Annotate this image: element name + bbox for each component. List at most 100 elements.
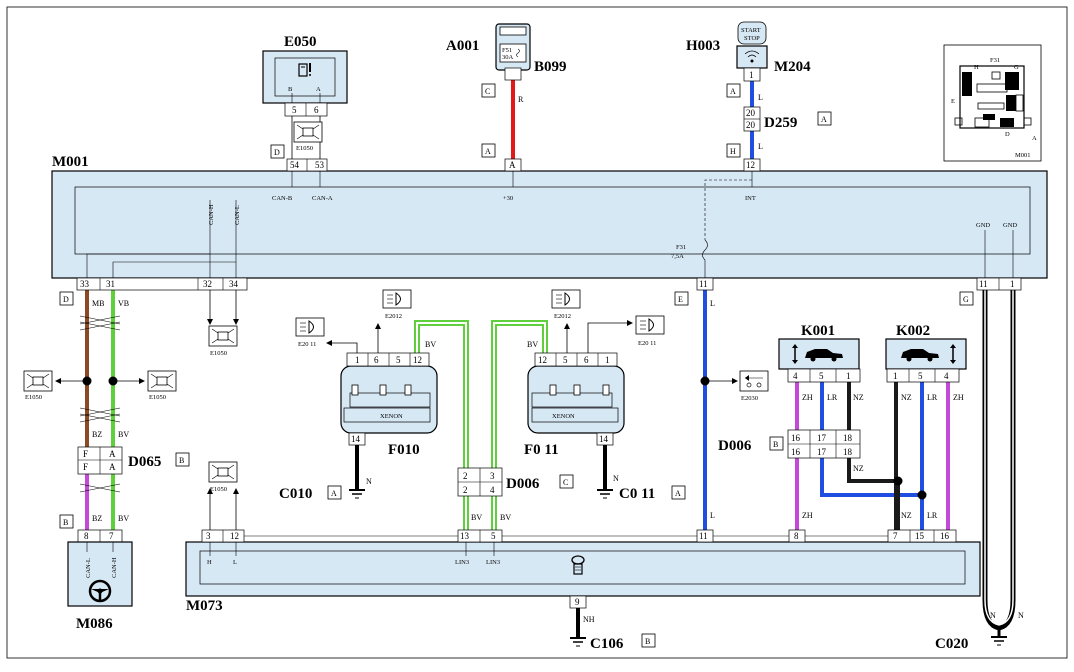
svg-text:B: B <box>645 637 650 646</box>
svg-text:L: L <box>233 559 237 566</box>
f011-label: F0 11 <box>524 442 559 458</box>
svg-text:CAN-A: CAN-A <box>312 195 333 202</box>
svg-text:54: 54 <box>290 160 300 170</box>
svg-text:16: 16 <box>791 433 801 443</box>
svg-text:34: 34 <box>229 279 239 289</box>
svg-text:F: F <box>83 462 88 472</box>
svg-text:E20 11: E20 11 <box>298 341 316 348</box>
wire-gnd-2 <box>998 290 1016 631</box>
svg-text:+30: +30 <box>503 195 513 202</box>
svg-text:12: 12 <box>413 355 422 365</box>
svg-text:LR: LR <box>927 393 938 402</box>
svg-text:7: 7 <box>109 531 114 541</box>
network-icon-left-1 <box>23 370 53 392</box>
svg-text:E20 11: E20 11 <box>638 340 656 347</box>
svg-text:16: 16 <box>791 447 801 457</box>
f010-label: F010 <box>388 442 420 458</box>
ground-icon-c010 <box>349 489 365 499</box>
svg-text:E2012: E2012 <box>385 313 402 320</box>
wireless-icon <box>744 50 760 63</box>
svg-text:3: 3 <box>206 531 211 541</box>
brake-lamp-icon <box>739 370 769 392</box>
svg-text:14: 14 <box>599 434 609 444</box>
svg-text:BV: BV <box>118 430 129 439</box>
wire-gnd-1 <box>982 290 1000 631</box>
svg-text:5: 5 <box>918 371 923 381</box>
svg-text:12: 12 <box>746 160 755 170</box>
ground-icon-c011 <box>597 489 613 499</box>
headlight-icon-f011-b <box>551 289 581 309</box>
svg-text:1: 1 <box>605 355 610 365</box>
svg-text:H: H <box>207 559 212 566</box>
steering-wheel-icon <box>88 579 112 603</box>
svg-text:NZ: NZ <box>901 511 912 520</box>
svg-text:30A: 30A <box>502 54 514 61</box>
svg-text:C: C <box>485 87 490 96</box>
network-icon-can <box>208 325 238 347</box>
svg-text:N: N <box>366 477 372 486</box>
svg-text:20: 20 <box>746 120 756 130</box>
svg-text:BV: BV <box>527 340 538 349</box>
svg-text:LR: LR <box>927 511 938 520</box>
d065-label: D065 <box>128 454 161 470</box>
k002-label: K002 <box>896 323 930 339</box>
svg-text:XENON: XENON <box>552 413 575 420</box>
start-stop-button[interactable] <box>737 21 767 45</box>
svg-text:NH: NH <box>583 615 595 624</box>
svg-text:G: G <box>1014 64 1019 71</box>
svg-text:11: 11 <box>979 279 988 289</box>
svg-text:5: 5 <box>563 355 568 365</box>
svg-text:CAN-L: CAN-L <box>234 205 241 225</box>
svg-text:G: G <box>963 295 969 304</box>
svg-text:6: 6 <box>374 355 379 365</box>
svg-text:13: 13 <box>460 531 470 541</box>
k001-label: K001 <box>801 323 835 339</box>
headlight-icon-f010-a <box>295 317 325 337</box>
network-icon-left-2 <box>147 370 177 392</box>
e050-label: E050 <box>284 34 317 50</box>
ground-icon-c106 <box>570 637 586 647</box>
c106-label: C106 <box>590 636 624 652</box>
c020-label: C020 <box>935 636 968 652</box>
svg-text:MB: MB <box>92 299 104 308</box>
svg-text:12: 12 <box>230 531 239 541</box>
svg-text:6: 6 <box>584 355 589 365</box>
k001-module <box>778 338 860 370</box>
svg-text:LIN3: LIN3 <box>455 559 469 566</box>
svg-text:1: 1 <box>1010 279 1015 289</box>
svg-text:17: 17 <box>817 447 827 457</box>
svg-text:A: A <box>821 115 827 124</box>
svg-text:CAN-L: CAN-L <box>85 558 92 578</box>
svg-text:6: 6 <box>314 105 319 115</box>
m001-label: M001 <box>52 154 89 170</box>
svg-text:5: 5 <box>819 371 824 381</box>
network-icon-e050 <box>293 121 323 143</box>
svg-text:GND: GND <box>976 222 990 229</box>
svg-text:5: 5 <box>292 105 297 115</box>
svg-text:XENON: XENON <box>380 413 403 420</box>
svg-text:E2030: E2030 <box>741 395 758 402</box>
svg-text:BV: BV <box>471 513 482 522</box>
svg-text:E1050: E1050 <box>296 145 313 152</box>
svg-text:START: START <box>741 27 761 34</box>
svg-text:D: D <box>274 148 280 157</box>
car-height-icon-k002 <box>901 344 956 364</box>
svg-text:A: A <box>485 147 491 156</box>
svg-text:CAN-H: CAN-H <box>208 204 215 225</box>
svg-text:BV: BV <box>500 513 511 522</box>
svg-text:A: A <box>316 86 321 93</box>
svg-text:F51: F51 <box>502 47 512 54</box>
svg-text:NZ: NZ <box>901 393 912 402</box>
f010-module <box>340 365 438 434</box>
svg-text:1: 1 <box>846 371 851 381</box>
svg-text:E2012: E2012 <box>554 313 571 320</box>
svg-text:2: 2 <box>463 471 468 481</box>
svg-text:4: 4 <box>490 485 495 495</box>
svg-text:ZH: ZH <box>953 393 964 402</box>
svg-text:1: 1 <box>893 371 898 381</box>
h003-label: H003 <box>686 38 720 54</box>
svg-text:F31: F31 <box>990 57 1000 64</box>
c011-label: C0 11 <box>619 486 655 502</box>
svg-text:R: R <box>518 95 524 104</box>
